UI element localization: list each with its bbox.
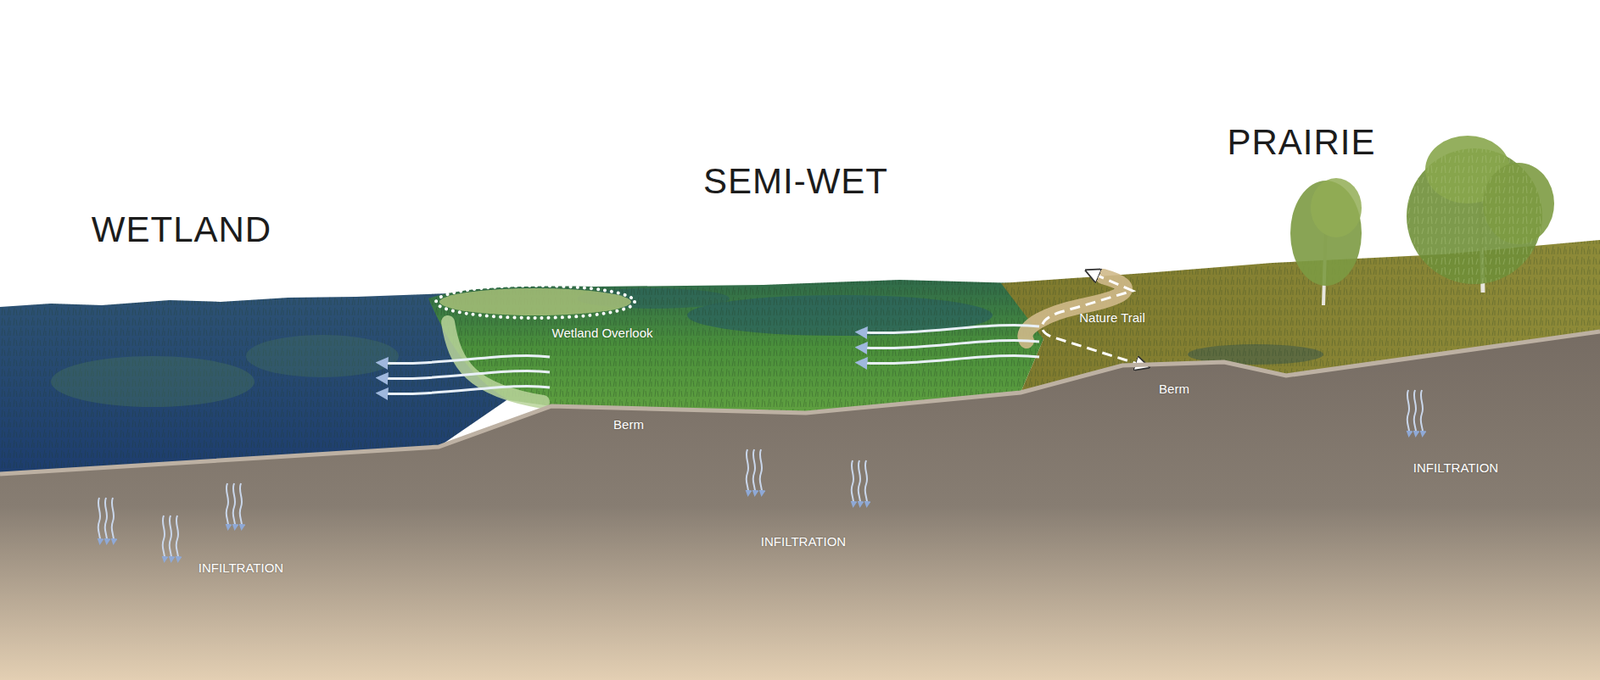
- infiltration-label: INFILTRATION: [760, 534, 846, 549]
- infiltration-label: INFILTRATION: [1413, 460, 1499, 476]
- zone-title: SEMI-WET: [703, 161, 889, 202]
- feature-label: Nature Trail: [1079, 310, 1146, 325]
- berm-label: Berm: [613, 417, 644, 432]
- feature-label: Wetland Overlook: [552, 325, 654, 341]
- infiltration-label: INFILTRATION: [198, 560, 284, 576]
- berm-label: Berm: [1158, 381, 1190, 397]
- zone-title: WETLAND: [91, 209, 272, 251]
- zone-title: PRAIRIE: [1226, 122, 1376, 163]
